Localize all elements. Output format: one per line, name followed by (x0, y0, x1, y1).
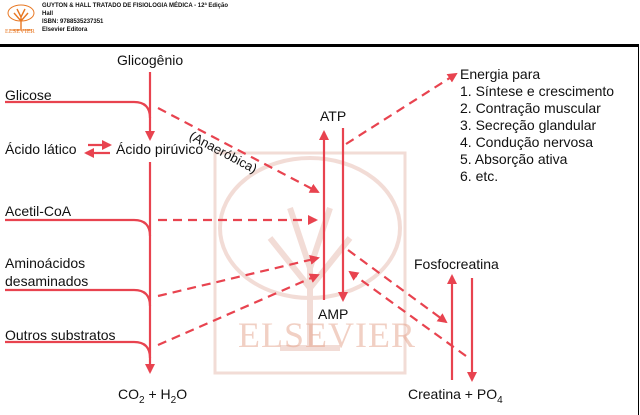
energy-item: 1. Síntese e crescimento (460, 83, 615, 99)
elsevier-watermark-tree-icon (213, 151, 407, 375)
elsevier-tree-logo-icon (4, 3, 38, 41)
glicose-label: Glicose (5, 87, 52, 103)
outros-feed-line (5, 340, 152, 359)
energy-item: 4. Condução nervosa (460, 134, 594, 150)
energy-title: Energia para (460, 66, 541, 82)
acetil-feed-line (5, 218, 152, 237)
glicogenio-label: Glicogênio (117, 52, 184, 68)
book-isbn: ISBN: 9788535237351 (42, 19, 104, 25)
header: ELSEVIER GUYTON & HALL TRATADO DE FISIOL… (0, 0, 640, 44)
acetil-coa-label: Acetil-CoA (5, 203, 72, 219)
glicose-anaerobic-dashed-arrow (157, 107, 320, 193)
elsevier-watermark-text: ELSEVIER (238, 315, 416, 355)
amp-label: AMP (318, 306, 349, 322)
outros-dashed-arrow (157, 273, 320, 347)
acido-latico-label: Ácido lático (5, 141, 77, 157)
atp-to-fosfocreatina-dashed-arrow (347, 249, 448, 324)
energy-item: 5. Absorção ativa (460, 151, 568, 167)
acido-piruvico-label: Ácido pirúvico (116, 141, 204, 157)
book-publisher: Elsevier Editora (42, 27, 88, 33)
aminoacidos-dashed-arrow (157, 254, 320, 298)
atp-label: ATP (320, 108, 347, 124)
glicose-feed-line (5, 100, 152, 119)
elsevier-logo-word: ELSEVIER (5, 29, 35, 35)
aminoacidos-label-line2: desaminados (5, 273, 89, 289)
outros-substratos-label: Outros substratos (5, 327, 116, 343)
fosfocreatina-to-atp-dashed-arrow (348, 270, 467, 357)
fosfocreatina-label: Fosfocreatina (414, 256, 499, 272)
energy-item: 6. etc. (460, 168, 499, 184)
creatina-po4-label: Creatina + PO4 (408, 386, 503, 406)
energy-item: 3. Secreção glandular (460, 117, 597, 133)
atp-to-energy-dashed-arrow (345, 72, 458, 145)
book-author: Hall (42, 11, 54, 17)
energy-list: Energia para 1. Síntese e crescimento 2.… (460, 66, 614, 185)
co2-h2o-label: CO2 + H2O (118, 386, 188, 406)
aminoacidos-label-line1: Aminoácidos (5, 255, 86, 271)
diagram-frame (0, 44, 639, 415)
energy-item: 2. Contração muscular (460, 100, 601, 116)
aminoacidos-feed-line (5, 288, 152, 307)
book-title: GUYTON & HALL TRATADO DE FISIOLOGIA MÉDI… (42, 3, 229, 9)
